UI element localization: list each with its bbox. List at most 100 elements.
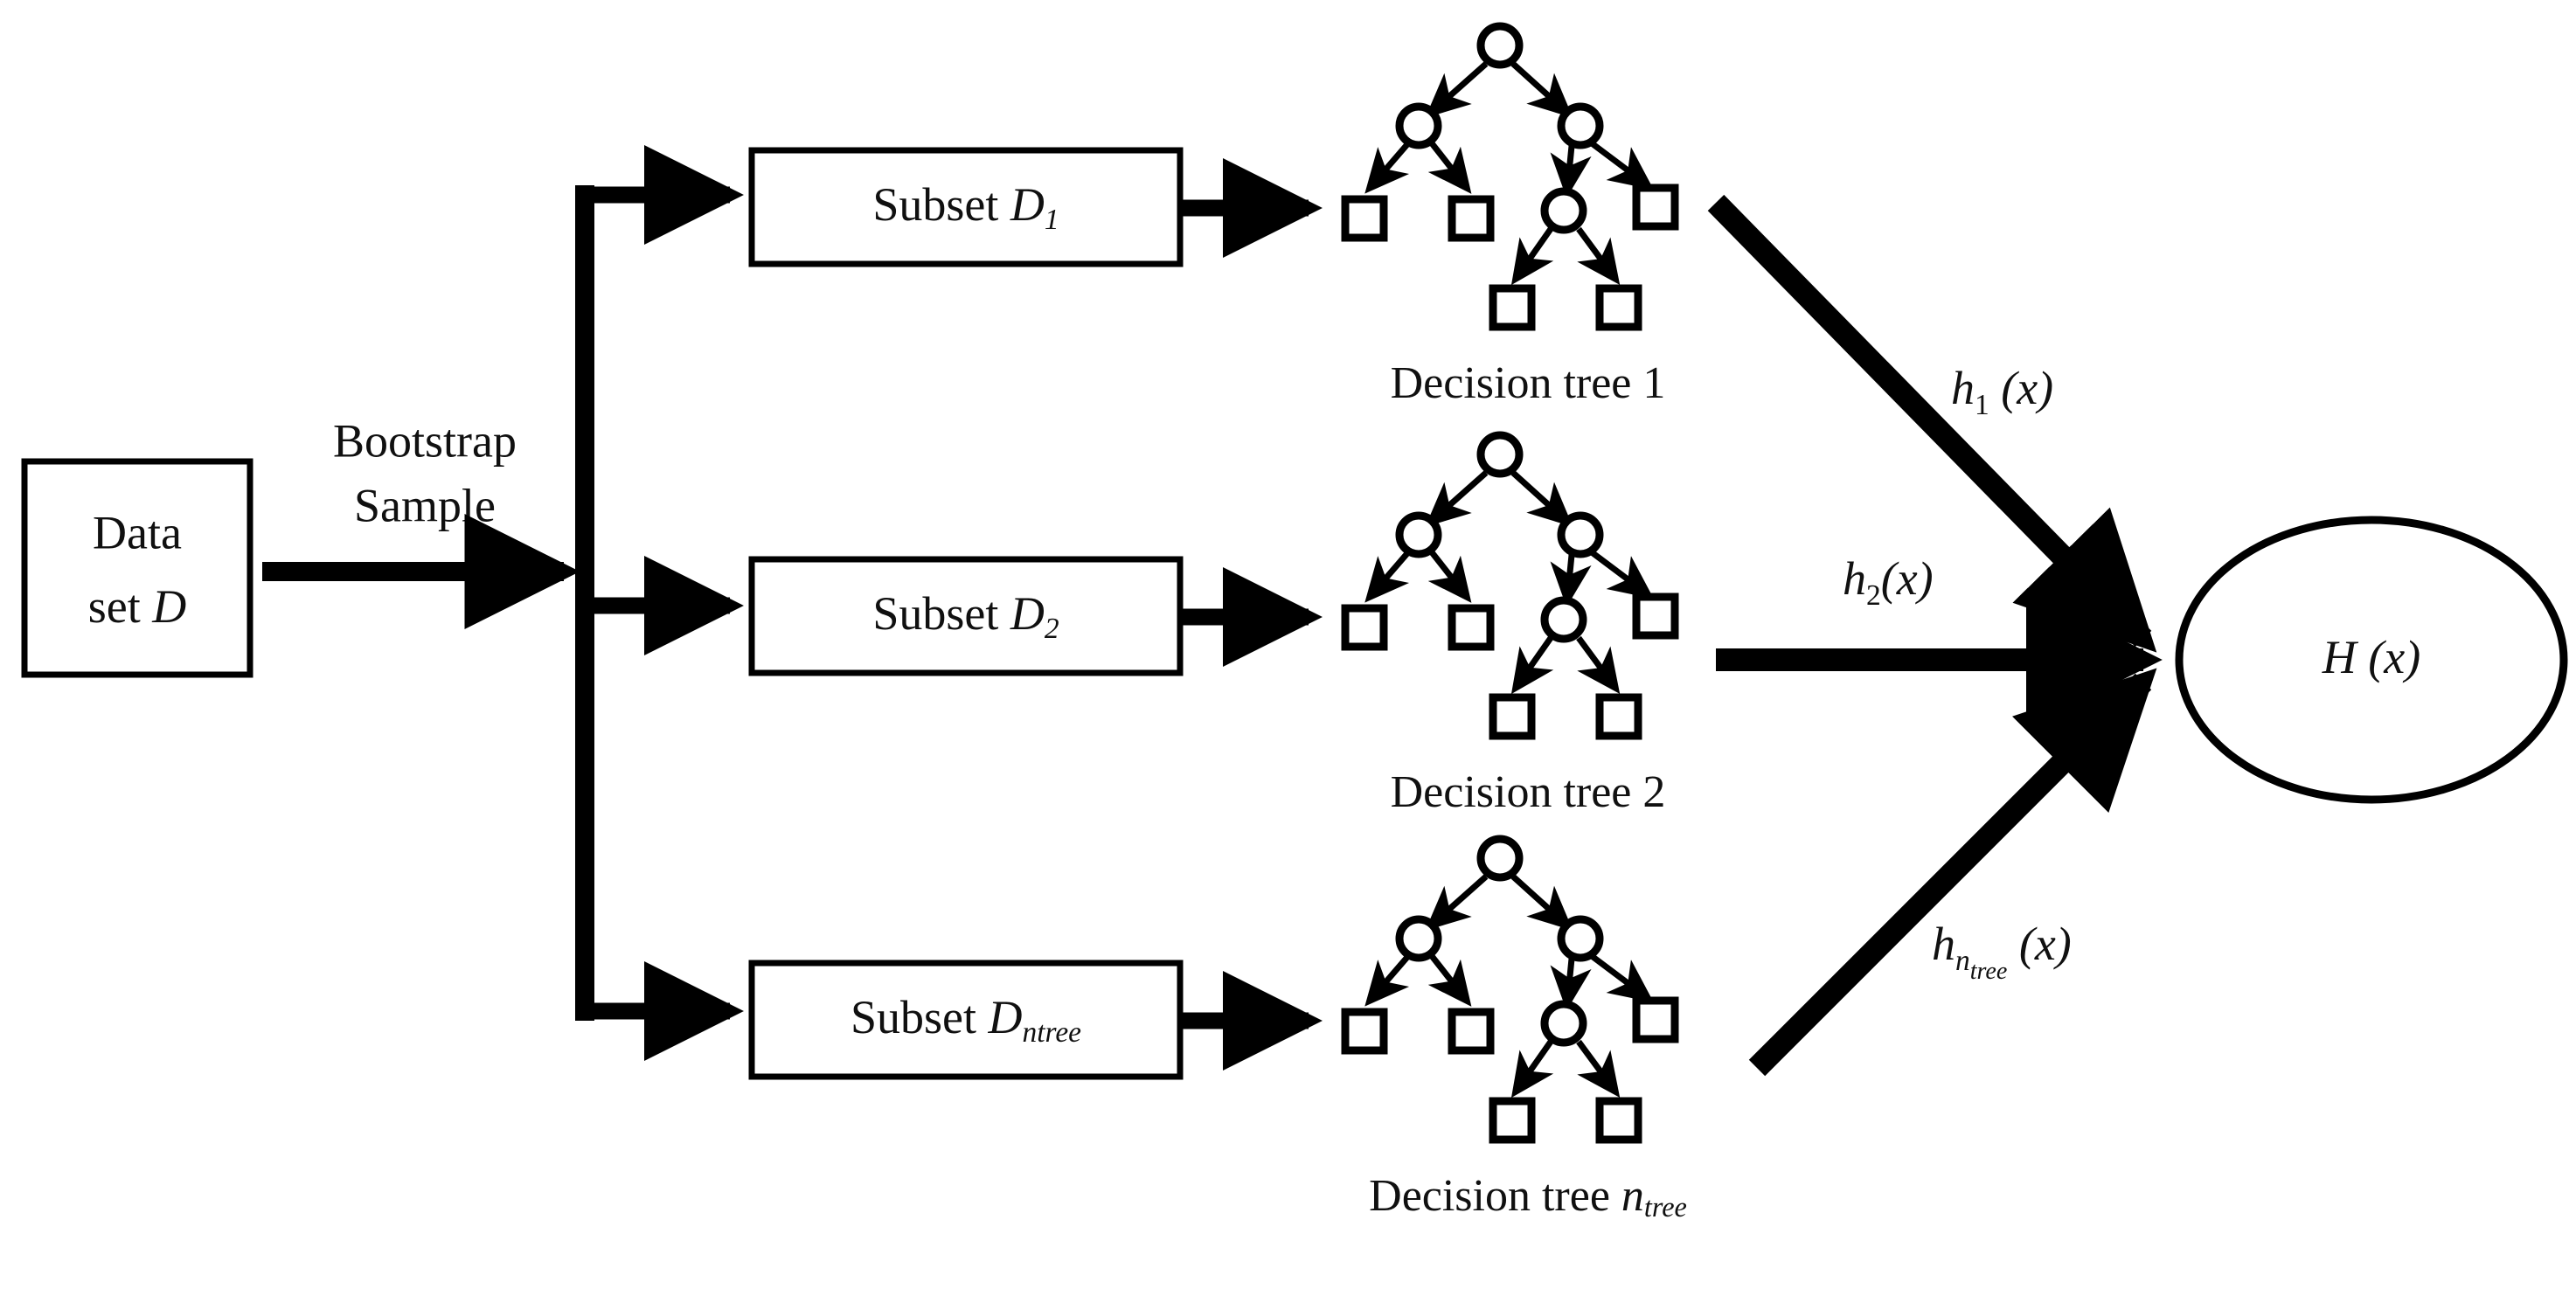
tree-leaf-5 [1595,693,1642,740]
tree-node-left [1395,915,1442,962]
tree-leaf-3 [1632,996,1679,1043]
prediction-arg-2: (x) [1881,552,1934,605]
prediction-fn-1: h [1951,362,1975,414]
decision-tree-label-3: Decision tree ntree [1369,1171,1687,1223]
tree-index-3: n [1621,1171,1644,1221]
subset-box-1 [748,147,1184,267]
tree-node-left [1395,511,1442,558]
subset-var-3: D [988,991,1023,1043]
tree-node-left [1395,102,1442,149]
tree-leaf-1 [1341,604,1388,651]
tree-node-right [1557,102,1604,149]
bootstrap-line1: Bootstrap [333,414,517,467]
decision-tree-1[interactable]: Decision tree 1 [1341,22,1679,408]
prediction-arg-1: (x) [1989,362,2053,414]
subset-prefix-1: Subset [872,178,1010,231]
output-label: H (x) [2322,631,2420,683]
subset-var-1: D [1010,178,1045,231]
data-set-node[interactable]: Data set D [21,458,253,678]
tree-leaf-2 [1448,1008,1495,1055]
tree-leaf-3 [1632,184,1679,231]
decision-tree-label-2: Decision tree 2 [1391,767,1666,817]
tree-node-right [1557,511,1604,558]
subset-box-3 [748,960,1184,1080]
bootstrap-line2: Sample [354,479,496,531]
prediction-label-2: h2(x) [1843,552,1934,611]
subset-var-2: D [1010,587,1045,640]
prediction-sub-3: n [1955,945,1970,977]
edge-root-right [1510,61,1573,118]
bootstrap-sample-label: Bootstrap Sample [333,414,517,531]
tree-node-root [1476,835,1524,882]
tree-prefix-1: Decision tree [1391,358,1643,408]
prediction-arrow-3 [1748,668,2157,1077]
tree-leaf-1 [1341,1008,1388,1055]
tree-leaf-5 [1595,1097,1642,1144]
edge-mid-leaf5 [1576,226,1621,286]
decision-tree-3[interactable]: Decision tree ntree [1341,835,1687,1223]
tree-index-1: 1 [1642,358,1665,408]
tree-node-root [1476,431,1524,478]
subset-node-3[interactable]: Subset Dntree [748,960,1184,1080]
tree-prefix-2: Decision tree [1391,767,1643,817]
edge-left-leaf2 [1427,141,1472,194]
tree-node-right [1557,915,1604,962]
subset-sub-2: 2 [1045,613,1059,645]
edge-right-leaf3 [1589,953,1654,1003]
ensemble-output-node[interactable]: H (x) [2175,516,2568,804]
subset-prefix-2: Subset [872,587,1010,640]
edge-root-right [1510,470,1573,527]
output-arg: (x) [2357,631,2420,683]
edge-mid-leaf4 [1510,1039,1554,1098]
tree-index-sub-3: tree [1644,1191,1687,1223]
tree-edges [1364,470,1654,695]
edge-left-leaf2 [1427,953,1472,1007]
subset-sub-3: ntree [1023,1016,1082,1049]
subset-sub-1: 1 [1045,204,1059,236]
data-set-box [21,458,253,678]
data-set-line2-prefix: set [88,580,153,633]
prediction-sub-1: 1 [1975,389,1989,421]
edge-right-mid [1550,145,1592,198]
prediction-subsub-3: tree [1970,958,2008,985]
subset-box-2 [748,556,1184,676]
prediction-label-3: hntree (x) [1932,918,2072,985]
decision-tree-label-1: Decision tree 1 [1391,358,1666,408]
edge-root-left [1425,61,1489,118]
edge-right-mid [1550,554,1592,607]
tree-leaf-4 [1489,1097,1536,1144]
tree-node-mid [1540,1000,1587,1047]
edge-mid-leaf5 [1576,635,1621,695]
prediction-label-1: h1 (x) [1951,362,2053,420]
edge-mid-leaf4 [1510,226,1554,286]
tree-leaf-4 [1489,693,1536,740]
decision-tree-2[interactable]: Decision tree 2 [1341,431,1679,817]
prediction-fn-2: h [1843,552,1866,605]
tree-index-2: 2 [1642,767,1665,817]
data-set-variable: D [151,580,186,633]
edge-root-left [1425,874,1489,931]
data-set-line2: set D [88,580,187,633]
edge-right-mid [1550,958,1592,1011]
subset-label-1: Subset D1 [872,178,1059,235]
prediction-arg-3: (x) [2007,918,2071,970]
tree-leaf-4 [1489,284,1536,331]
edge-left-leaf2 [1427,550,1472,603]
subset-prefix-3: Subset [851,991,989,1043]
output-fn: H [2322,631,2359,683]
edge-root-left [1425,470,1489,527]
tree-leaf-3 [1632,593,1679,640]
tree-leaf-1 [1341,195,1388,242]
tree-leaf-2 [1448,604,1495,651]
subset-node-2[interactable]: Subset D2 [748,556,1184,676]
edge-right-leaf3 [1589,141,1654,191]
tree-leaf-2 [1448,195,1495,242]
edge-left-leaf1 [1364,550,1411,603]
tree-edges [1364,874,1654,1098]
data-set-line1: Data [93,506,182,558]
subset-node-1[interactable]: Subset D1 [748,147,1184,267]
edge-left-leaf1 [1364,141,1411,194]
prediction-arrow-1 [1707,194,2157,653]
